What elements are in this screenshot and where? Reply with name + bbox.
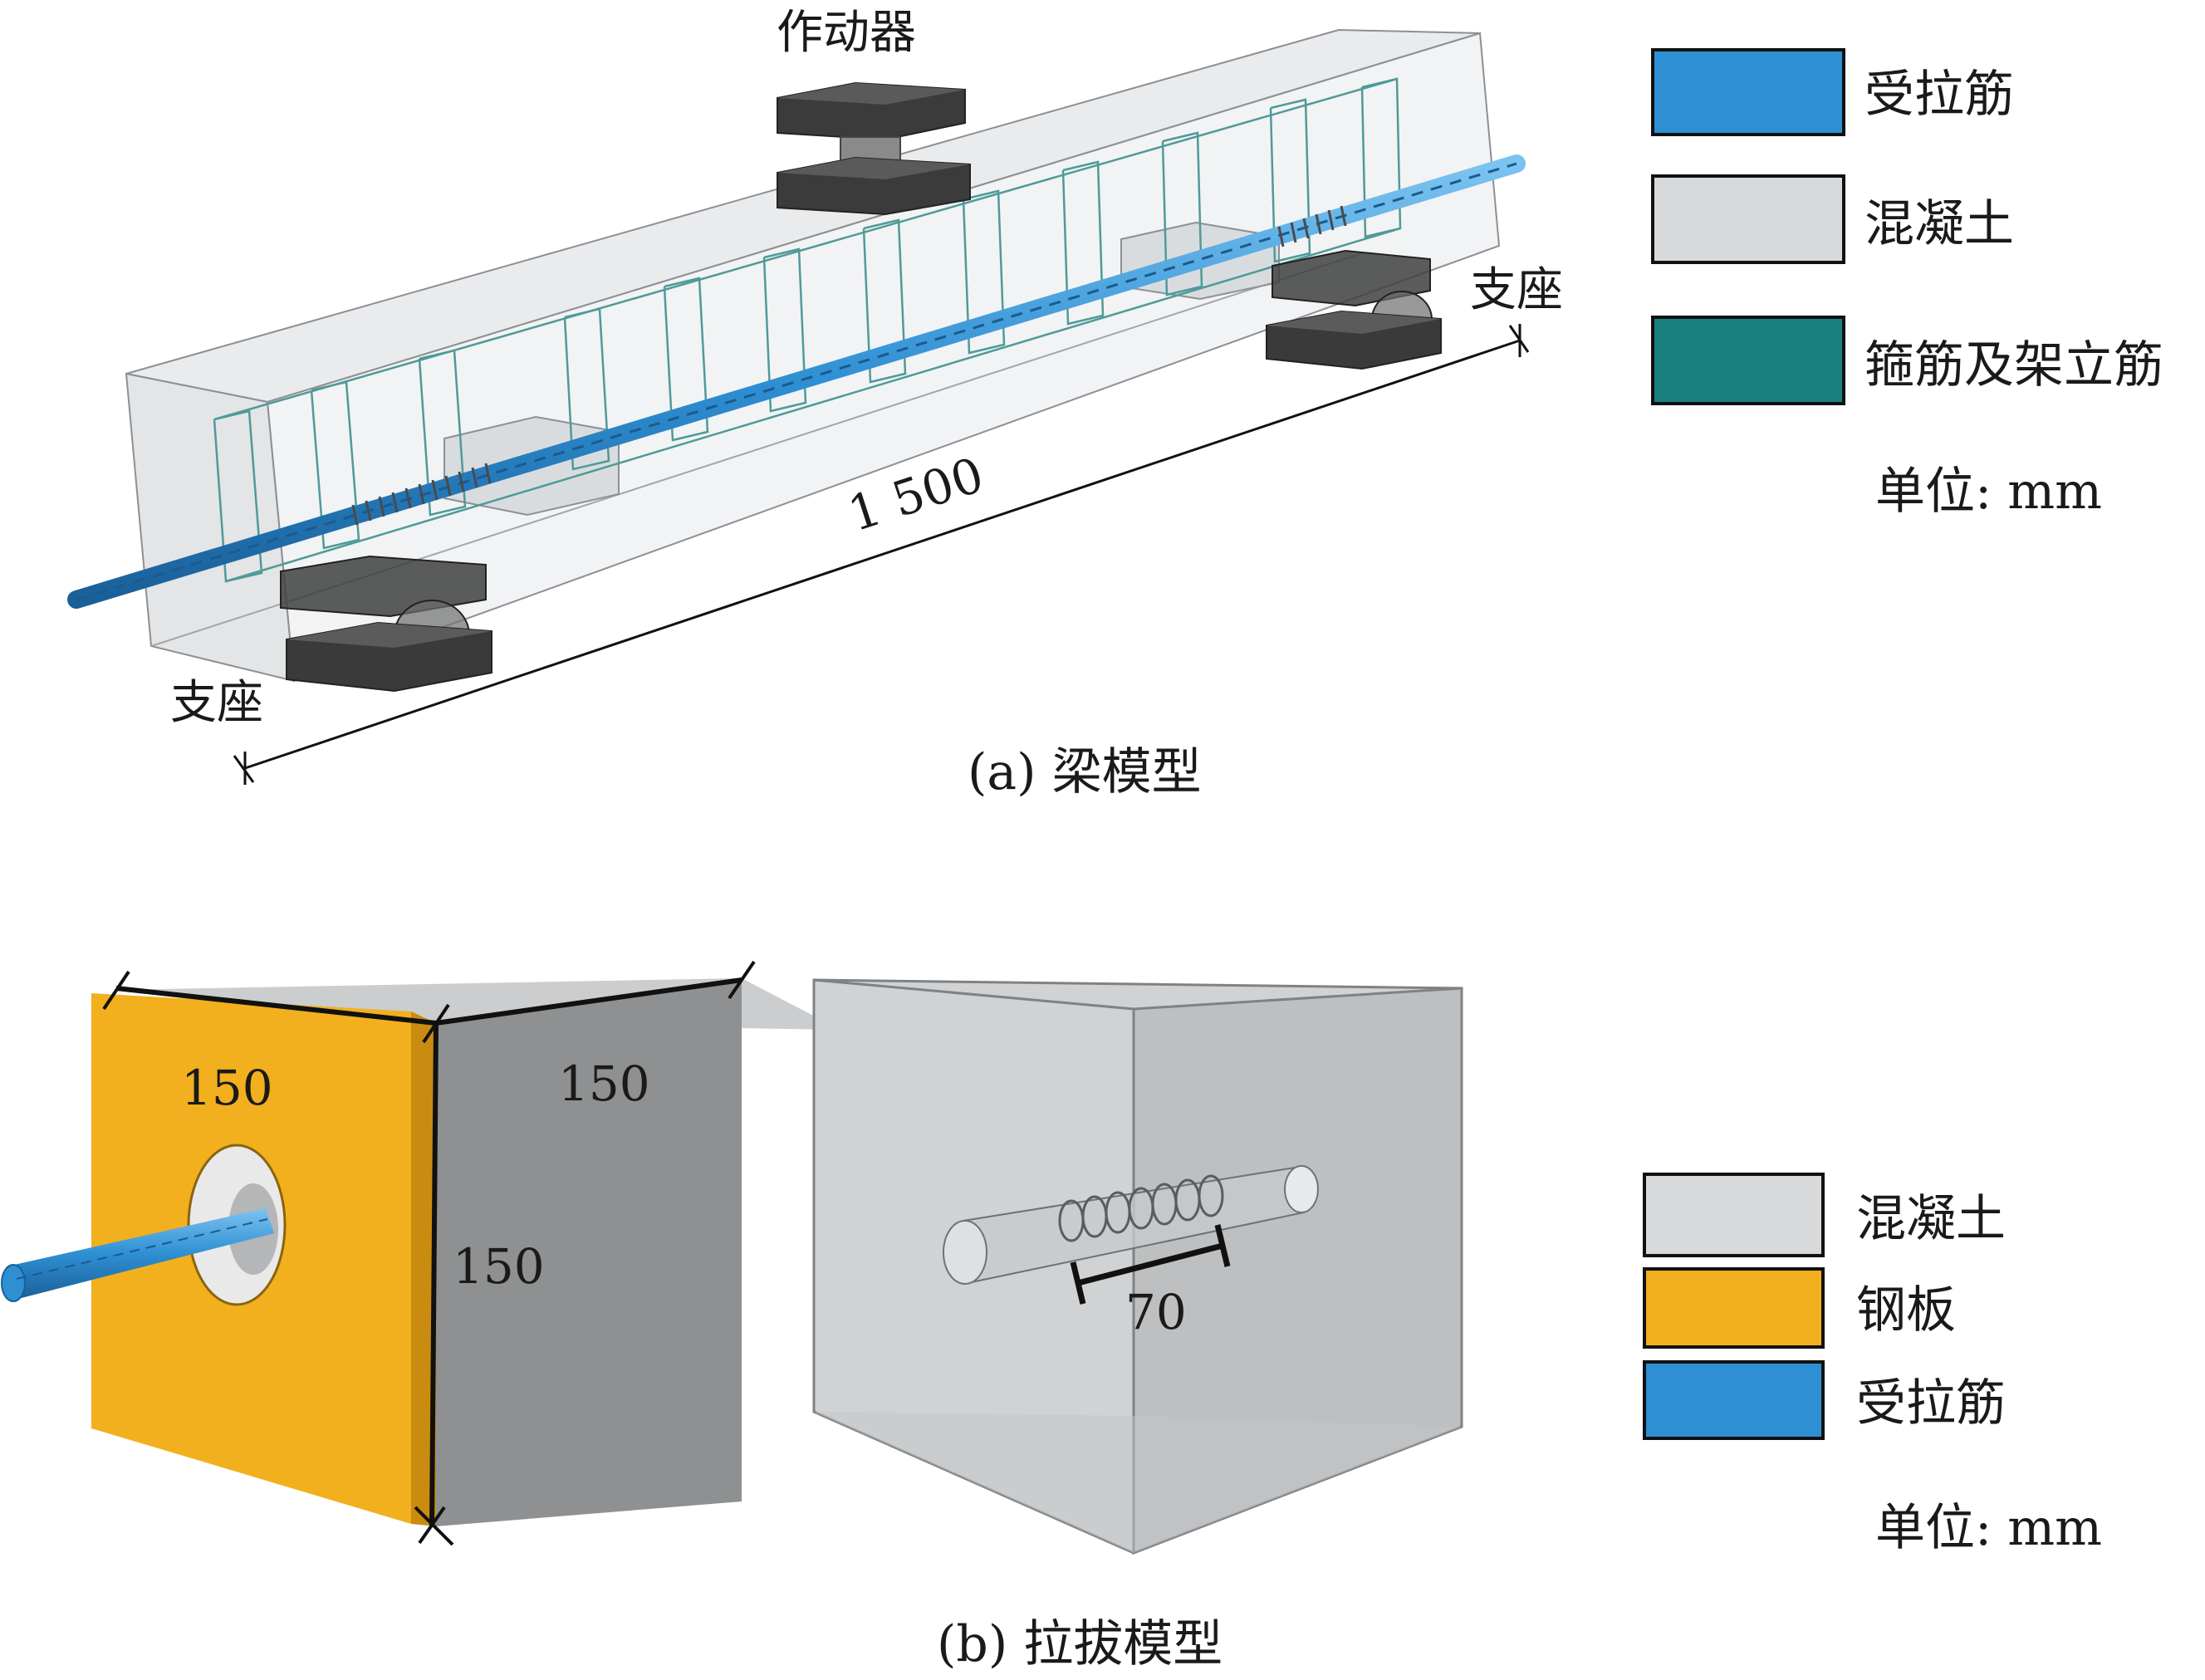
cube-right-floor xyxy=(814,1412,1462,1553)
dim-height: 150 xyxy=(453,1238,545,1295)
steel-plate-edge xyxy=(411,1011,436,1526)
beam-model xyxy=(67,28,1530,785)
cube-dimension-lines xyxy=(115,977,742,1527)
support-left-label: 支座 xyxy=(170,676,263,730)
legend-b-swatch-2 xyxy=(1643,1267,1825,1349)
legend-b-swatch-1 xyxy=(1643,1173,1825,1257)
legend-a-swatch-3 xyxy=(1651,316,1845,405)
actuator xyxy=(777,81,971,216)
legend-b: 混凝土 钢板 受拉筋 单位: mm xyxy=(1643,1173,2102,1557)
support-right-label: 支座 xyxy=(1470,263,1563,317)
pullout-rebar xyxy=(7,1208,274,1300)
cube-side-face xyxy=(436,978,742,1526)
dim-front-width: 150 xyxy=(181,1060,273,1116)
legend-a-swatch-1 xyxy=(1651,48,1845,136)
cube-dimension-ticks xyxy=(102,960,756,1546)
actuator-label: 作动器 xyxy=(777,6,916,60)
pullout-cube-left xyxy=(1,960,840,1546)
legend-b-label-1: 混凝土 xyxy=(1856,1190,2006,1248)
span-dimension xyxy=(233,324,1530,785)
caption-a: (a) 梁模型 xyxy=(968,743,1202,801)
erection-bars xyxy=(213,77,1401,583)
legend-a-unit: 单位: mm xyxy=(1875,463,2102,521)
dim-bond-length: 70 xyxy=(1125,1284,1187,1340)
bond-ribs xyxy=(1058,1174,1224,1242)
legend-b-label-2: 钢板 xyxy=(1856,1281,1956,1340)
legend-a-label-3: 箍筋及架立筋 xyxy=(1864,336,2163,394)
legend-a-label-1: 受拉筋 xyxy=(1864,66,2014,124)
caption-b: (b) 拉拔模型 xyxy=(937,1615,1223,1673)
legend-b-label-3: 受拉筋 xyxy=(1856,1374,2006,1433)
bond-length-dimension xyxy=(1070,1224,1231,1305)
support-left xyxy=(280,555,492,693)
rebar-thread-right xyxy=(1277,205,1347,247)
legend-b-unit: 单位: mm xyxy=(1875,1499,2102,1557)
rebar-thread-left xyxy=(351,463,492,526)
pullout-cube-right xyxy=(812,978,1463,1555)
dim-side-depth: 150 xyxy=(558,1056,650,1112)
legend-b-swatch-3 xyxy=(1643,1360,1825,1440)
legend-a: 受拉筋 混凝土 箍筋及架立筋 单位: mm xyxy=(1651,48,2163,521)
legend-a-label-2: 混凝土 xyxy=(1864,195,2014,253)
support-right xyxy=(1266,249,1442,370)
legend-a-swatch-2 xyxy=(1651,174,1845,264)
